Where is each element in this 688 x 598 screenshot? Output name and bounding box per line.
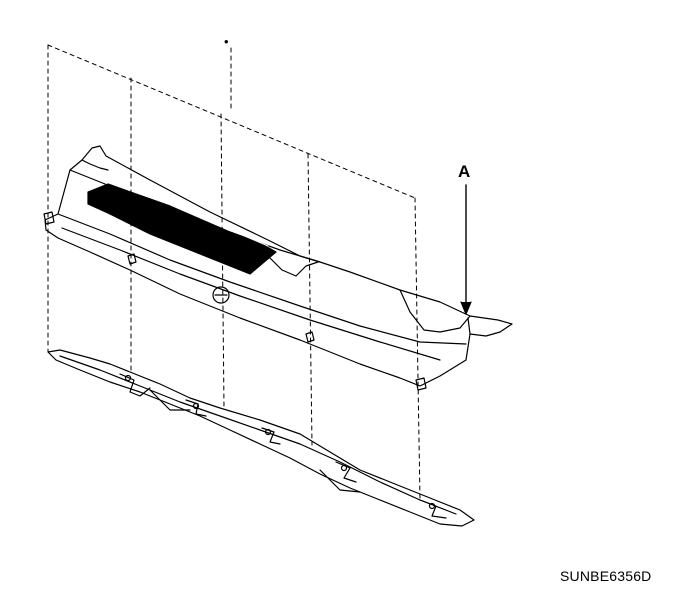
cowl-seal-strip <box>87 181 277 275</box>
fastener-mark: • <box>224 34 229 49</box>
cowl-top-cover-panel <box>43 145 513 391</box>
callout-label-a: A <box>458 162 471 181</box>
figure-code: SUNBE6356D <box>560 568 652 584</box>
lower-cowl-bracket <box>47 349 475 527</box>
callout-a-arrow <box>460 184 472 315</box>
